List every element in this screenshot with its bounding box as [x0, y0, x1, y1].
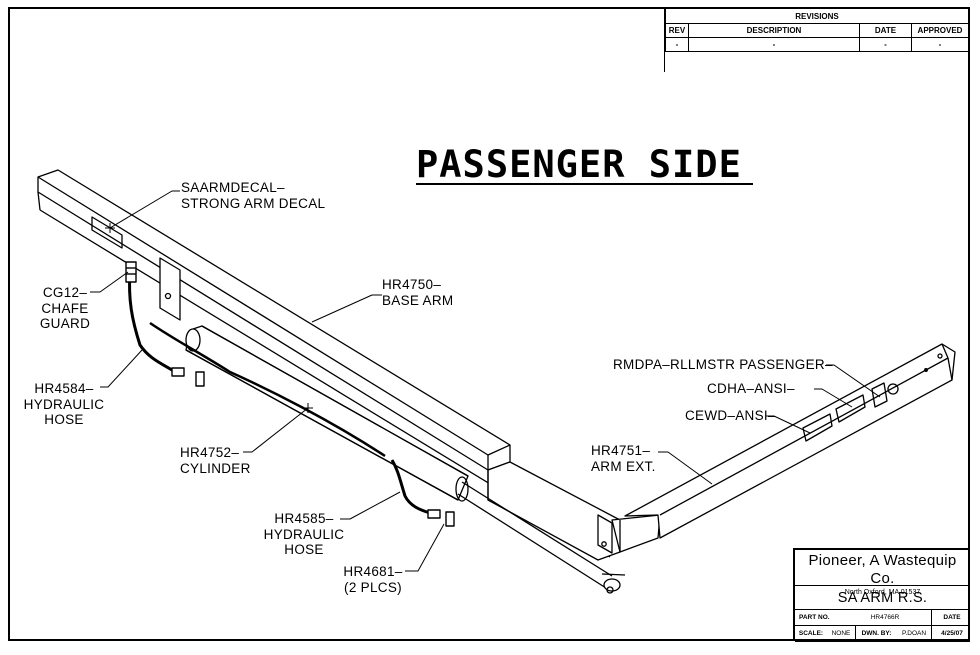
hydraulic-hose-4585-callout: HR4585– HYDRAULIC HOSE — [263, 511, 345, 557]
arm-ext-callout: HR4751– ARM EXT. — [591, 443, 656, 474]
drawn-by-label: DWN. BY: — [855, 626, 897, 641]
drawn-by-value: P.DOAN — [901, 630, 927, 637]
fitting-callout: HR4681– (2 PLCS) — [343, 564, 403, 595]
arm-ext-shape — [487, 343, 956, 561]
part-no-value: HR4766R — [870, 614, 900, 621]
sheet-title-underline — [416, 183, 753, 185]
rmdpa-callout: RMDPA–RLLMSTR PASSENGER– — [613, 357, 833, 372]
leader-lines — [90, 190, 881, 572]
cdha-callout: CDHA–ANSI– — [707, 381, 795, 396]
revisions-table: REVISIONS REV DESCRIPTION DATE APPROVED … — [664, 8, 969, 72]
hydraulic-hose-4584-callout: HR4584– HYDRAULIC HOSE — [23, 381, 105, 427]
company-name: Pioneer, A Wastequip Co. — [808, 552, 957, 587]
scale-label: SCALE: — [798, 630, 824, 637]
leader-markers — [105, 223, 313, 413]
title-block: Pioneer, A Wastequip Co. North Oxford, M… — [793, 548, 970, 642]
base-arm-callout: HR4750– BASE ARM — [382, 277, 454, 308]
chafe-guard-callout: CG12– CHAFE GUARD — [39, 285, 91, 331]
cylinder-callout: HR4752– CYLINDER — [180, 445, 251, 476]
date-label: DATE — [931, 610, 972, 625]
drawing-border — [8, 7, 970, 641]
drawing-name: SA ARM R.S. — [795, 586, 970, 610]
part-no-label: PART NO. — [799, 614, 830, 621]
date-value: 4/25/07 — [931, 626, 972, 641]
cewd-callout: CEWD–ANSI– — [685, 408, 776, 423]
approved-cell: - — [911, 37, 969, 52]
description-cell: - — [688, 37, 860, 52]
cylinder-shape — [185, 325, 626, 594]
date-cell: - — [859, 37, 912, 52]
decal-callout: SAARMDECAL– STRONG ARM DECAL — [181, 180, 326, 211]
company-address: North Oxford, MA 01537 — [844, 589, 921, 596]
part-row: PART NO. HR4766R DATE — [795, 610, 970, 626]
hydraulic-hoses — [128, 269, 431, 515]
sheet-title: PASSENGER SIDE — [416, 143, 742, 186]
scale-value: NONE — [831, 630, 851, 637]
company-block: Pioneer, A Wastequip Co. North Oxford, M… — [795, 550, 970, 596]
fittings — [125, 261, 455, 527]
scale-row: SCALE: NONE DWN. BY: P.DOAN 4/25/07 — [795, 626, 970, 642]
